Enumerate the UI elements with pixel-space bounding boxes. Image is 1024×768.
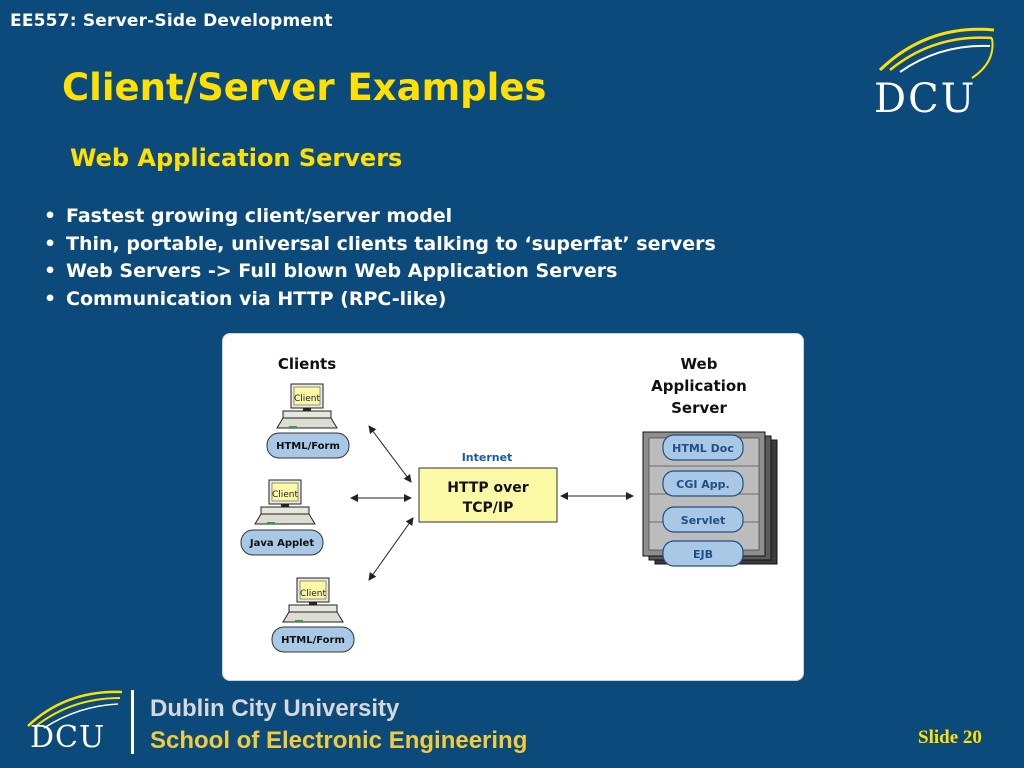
svg-text:CGI App.: CGI App. bbox=[676, 478, 729, 491]
client-tag-pill bbox=[240, 529, 324, 556]
bullet-item: •Thin, portable, universal clients talki… bbox=[44, 231, 716, 259]
clients-heading: Clients bbox=[278, 355, 336, 373]
svg-text:HTML Doc: HTML Doc bbox=[672, 442, 734, 455]
server-module-html-doc: HTML Doc bbox=[662, 434, 744, 461]
bullet-symbol: • bbox=[44, 232, 57, 255]
client-tag: HTML/Form bbox=[276, 441, 340, 452]
client-screen-label: Client bbox=[272, 490, 299, 500]
protocol-line-2: TCP/IP bbox=[463, 500, 514, 516]
server-heading-line-2: Application bbox=[651, 377, 747, 395]
slide-subtitle: Web Application Servers bbox=[70, 144, 403, 172]
dcu-logo: DCU bbox=[874, 76, 977, 122]
client-screen-label: Client bbox=[300, 589, 327, 599]
server-module-cgi-app: CGI App. bbox=[662, 470, 744, 497]
slide-number: Slide 20 bbox=[918, 727, 982, 748]
footer-divider bbox=[131, 690, 134, 754]
bullet-symbol: • bbox=[44, 260, 57, 282]
client-computer-2: Client Java Applet bbox=[240, 479, 324, 556]
architecture-diagram: Clients Client HTML/Form Client Java App… bbox=[222, 333, 804, 681]
arrow-client1-internet bbox=[368, 425, 412, 483]
server-module-ejb: EJB bbox=[662, 540, 744, 567]
slide-title: Client/Server Examples bbox=[62, 66, 547, 109]
server-heading-line-1: Web bbox=[681, 355, 718, 373]
footer-dcu-logo: DCU bbox=[30, 720, 106, 755]
university-name: Dublin City University bbox=[150, 695, 400, 722]
client-tag-pill bbox=[266, 432, 350, 459]
bullet-symbol: • bbox=[44, 287, 57, 310]
school-name: School of Electronic Engineering bbox=[150, 727, 528, 754]
client-tag: Java Applet bbox=[249, 538, 314, 549]
dcu-swoosh-icon bbox=[878, 27, 995, 79]
bullet-symbol: • bbox=[44, 205, 57, 227]
bullet-item: •Web Servers -> Full blown Web Applicati… bbox=[44, 258, 716, 286]
protocol-line-1: HTTP over bbox=[447, 480, 529, 496]
bullet-item: •Communication via HTTP (RPC-like) bbox=[44, 286, 716, 314]
svg-text:Servlet: Servlet bbox=[681, 514, 725, 527]
internet-label: Internet bbox=[462, 451, 513, 464]
arrow-client3-internet bbox=[368, 517, 414, 581]
footer-swoosh-icon bbox=[27, 690, 123, 729]
bullet-list: •Fastest growing client/server model •Th… bbox=[44, 203, 716, 313]
client-tag: HTML/Form bbox=[281, 635, 345, 646]
server-module-servlet: Servlet bbox=[662, 506, 744, 533]
client-tag-pill bbox=[271, 626, 355, 653]
protocol-box bbox=[418, 467, 558, 523]
client-screen-label: Client bbox=[294, 394, 321, 404]
client-computer-3: Client HTML/Form bbox=[271, 577, 355, 653]
client-computer-1: Client HTML/Form bbox=[266, 383, 350, 459]
bullet-item: •Fastest growing client/server model bbox=[44, 203, 716, 231]
course-title: EE557: Server-Side Development bbox=[10, 11, 333, 31]
server-heading-line-3: Server bbox=[671, 399, 727, 417]
svg-text:EJB: EJB bbox=[693, 548, 713, 561]
